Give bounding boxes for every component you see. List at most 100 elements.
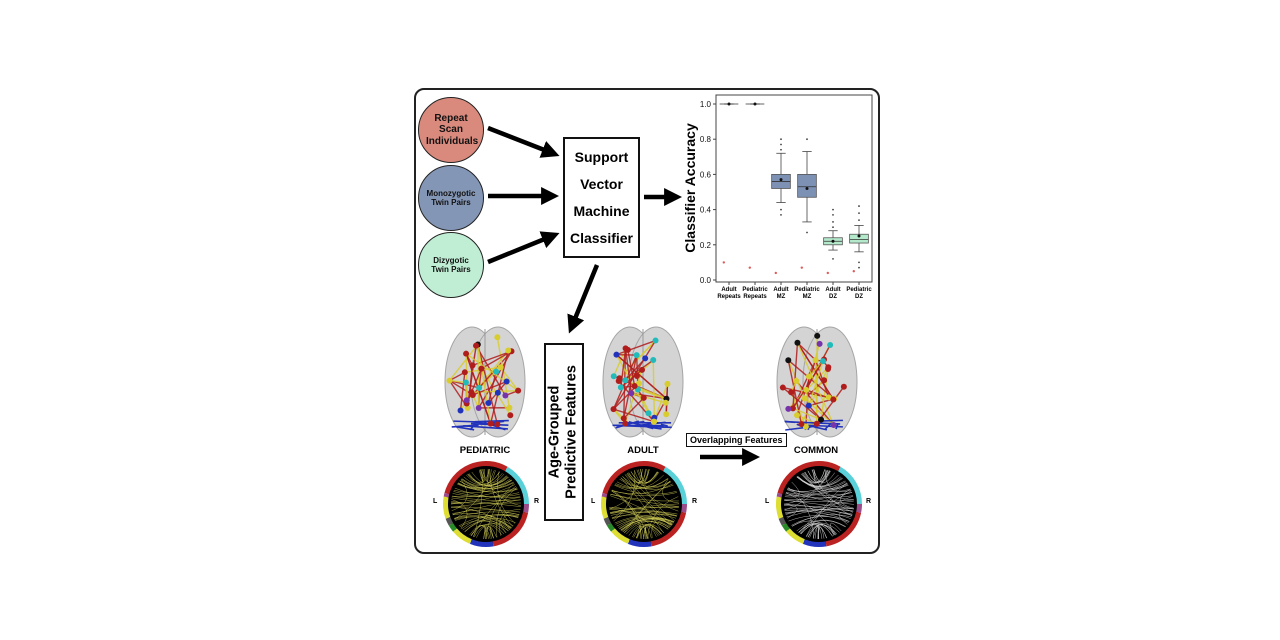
box (797, 174, 817, 198)
network-node (652, 337, 659, 344)
connectogram-chord (785, 483, 848, 495)
network-node (487, 420, 494, 427)
connection-edge (660, 423, 668, 427)
connection-edge (796, 342, 817, 361)
connectogram-chord (632, 525, 649, 539)
connectogram-segment (444, 461, 508, 495)
connectogram-segment (802, 539, 827, 547)
connectogram-segment (662, 466, 687, 505)
dizygotic-twin-pairs-node: Dizygotic Twin Pairs (418, 232, 484, 298)
y-tick-label: 0.8 (700, 135, 712, 144)
pediatric-label: PEDIATRIC (459, 445, 511, 456)
connectogram-chord (785, 500, 854, 515)
connectogram-chord (624, 518, 674, 534)
connectogram-segment (837, 466, 862, 505)
x-tick-label-line1: Adult (721, 287, 736, 293)
connectogram-chord (840, 488, 854, 509)
dizygotic-label: Dizygotic Twin Pairs (431, 255, 471, 274)
features-line-2: Predictive Features (564, 365, 580, 499)
mean-point (805, 186, 809, 190)
network-node (457, 407, 464, 414)
network-node (463, 397, 470, 404)
connectogram-segment (601, 492, 608, 498)
connection-edge (624, 348, 633, 394)
outlier-point (780, 138, 782, 141)
connectogram-chord (784, 505, 854, 512)
connectogram-chord (473, 469, 484, 537)
svm-line-3: Machine (573, 203, 630, 220)
connectogram-chord (643, 525, 657, 540)
x-tick-label-line1: Pediatric (742, 287, 768, 293)
y-tick-label: 0.6 (700, 170, 712, 179)
outlier-point (780, 213, 782, 216)
connection-edge (448, 344, 479, 382)
network-node (645, 410, 652, 417)
connectogram-chord (486, 526, 494, 540)
connectogram-chord (480, 469, 505, 484)
svm-line-1: Support (574, 148, 629, 165)
connectogram-chord (614, 474, 664, 490)
x-tick-label-line2: MZ (777, 294, 786, 300)
connectogram-chord (476, 524, 505, 538)
connectogram-chord (622, 480, 671, 533)
network-node (610, 373, 617, 380)
outlier-point (832, 257, 834, 260)
connectogram-chord (462, 520, 511, 531)
connectogram-chord (457, 475, 507, 489)
outlier-point (858, 261, 860, 264)
connectogram-segment (778, 516, 787, 526)
connectogram-chord (784, 509, 851, 519)
pediatric-right-label: R (534, 498, 540, 505)
network-node (633, 352, 640, 359)
y-axis-label: Classifier Accuracy (682, 123, 698, 253)
x-tick-label-line2: DZ (829, 294, 837, 300)
connection-edge (627, 349, 636, 387)
connection-edge (792, 407, 822, 421)
adult-connectogram (601, 461, 687, 547)
connectogram-chord (786, 508, 854, 518)
outlier-point (858, 219, 860, 222)
connectogram-chord (798, 523, 836, 536)
common-label: COMMON (793, 445, 839, 456)
connection-edge (456, 425, 475, 431)
connectogram-chord (784, 492, 853, 501)
connectogram-chord (474, 523, 509, 538)
network-node (610, 406, 617, 413)
connectogram-chord (784, 508, 853, 516)
network-node (812, 357, 819, 364)
connectogram-chord (457, 472, 503, 489)
connectogram-chord (785, 484, 849, 497)
connectogram-chord (454, 469, 495, 520)
arrow-dz-to-svm (487, 231, 560, 265)
outlier-point (858, 212, 860, 215)
x-tick-label-line2: Repeats (743, 294, 767, 300)
connectogram-chord (610, 493, 679, 502)
repeat-scan-label: Repeat Scan Individuals (426, 112, 479, 147)
connection-edge (459, 372, 466, 411)
connectogram-chord (489, 469, 513, 527)
y-tick-label: 0.4 (700, 206, 712, 215)
classifier-accuracy-chart: Classifier Accuracy 0.00.20.40.60.81.0 A… (682, 94, 873, 300)
connectogram-chord (609, 509, 661, 536)
connectogram-chord (624, 480, 671, 534)
connection-edge (465, 353, 519, 392)
chance-point (852, 270, 855, 273)
connectogram-chord (503, 515, 519, 530)
connectogram-chord (800, 524, 828, 539)
chance-point (748, 266, 751, 269)
network-node (463, 350, 470, 357)
network-node (662, 399, 669, 406)
network-node (813, 420, 820, 427)
connectogram-segment (469, 539, 494, 547)
arrow-svm-to-features (567, 264, 600, 334)
connectogram-chord (804, 469, 825, 483)
connectogram-chord (627, 472, 671, 488)
connectogram-chord (453, 480, 513, 493)
network-node (617, 384, 624, 391)
connectogram-chord (496, 487, 518, 538)
x-tick-label-line2: Repeats (717, 294, 741, 300)
connectogram-chord (800, 470, 828, 484)
connectogram-chord (785, 492, 837, 535)
connectogram-chord (471, 471, 508, 485)
